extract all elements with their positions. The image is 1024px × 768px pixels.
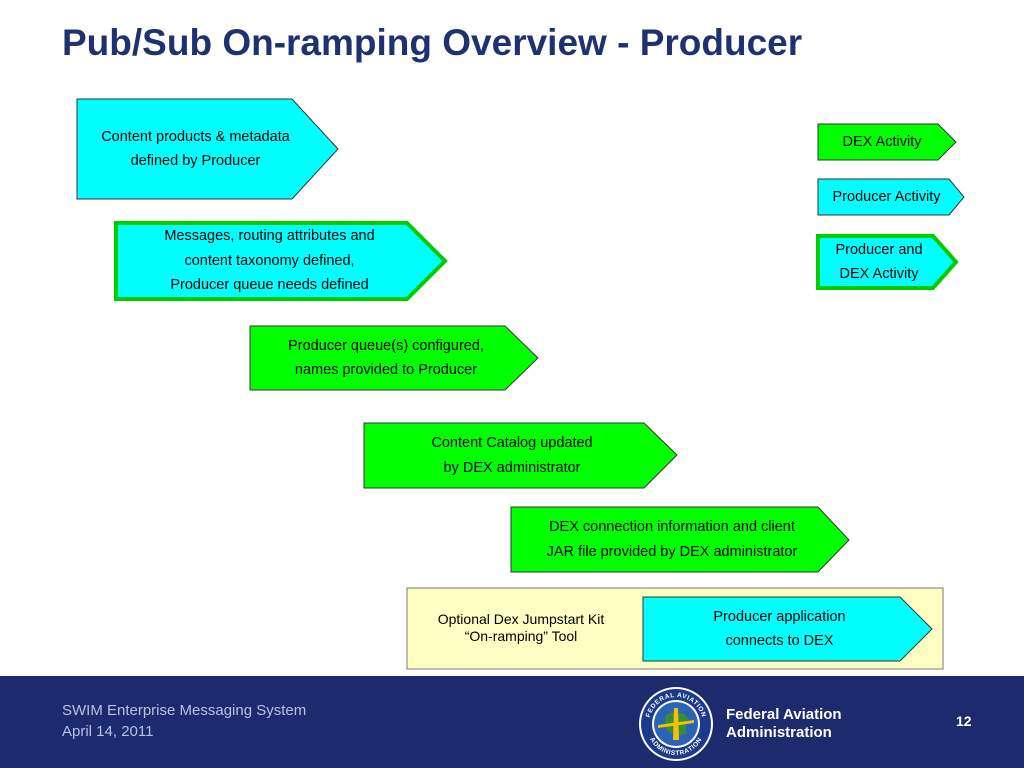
step-1-arrow <box>76 98 339 200</box>
step-5-arrow <box>510 506 850 573</box>
step-6-arrow <box>642 596 933 662</box>
legend-producer-arrow <box>817 178 965 216</box>
footer-bar <box>0 676 1024 768</box>
step-3-label: Producer queue(s) configured,names provi… <box>288 337 484 379</box>
step-4-arrow <box>363 422 678 489</box>
page-number: 12 <box>956 713 972 729</box>
footer-agency-name: Federal Aviation Administration <box>726 706 842 741</box>
slide-title: Pub/Sub On-ramping Overview - Producer <box>62 22 803 63</box>
process-diagram <box>76 98 965 670</box>
footer-date: April 14, 2011 <box>62 723 154 740</box>
footer-system-name: SWIM Enterprise Messaging System <box>62 702 307 719</box>
step-3-arrow <box>249 325 539 391</box>
faa-seal-icon: FEDERAL AVIATION ADMINISTRATION <box>639 687 713 761</box>
legend-dex-label: DEX Activity <box>842 133 922 150</box>
legend-both-arrow <box>816 234 959 290</box>
optional-kit-label: Optional Dex Jumpstart Kit“On-ramping” T… <box>437 611 605 644</box>
legend-producer-label: Producer Activity <box>832 188 941 205</box>
legend-dex-arrow <box>817 123 957 161</box>
step-2-arrow <box>114 221 448 301</box>
